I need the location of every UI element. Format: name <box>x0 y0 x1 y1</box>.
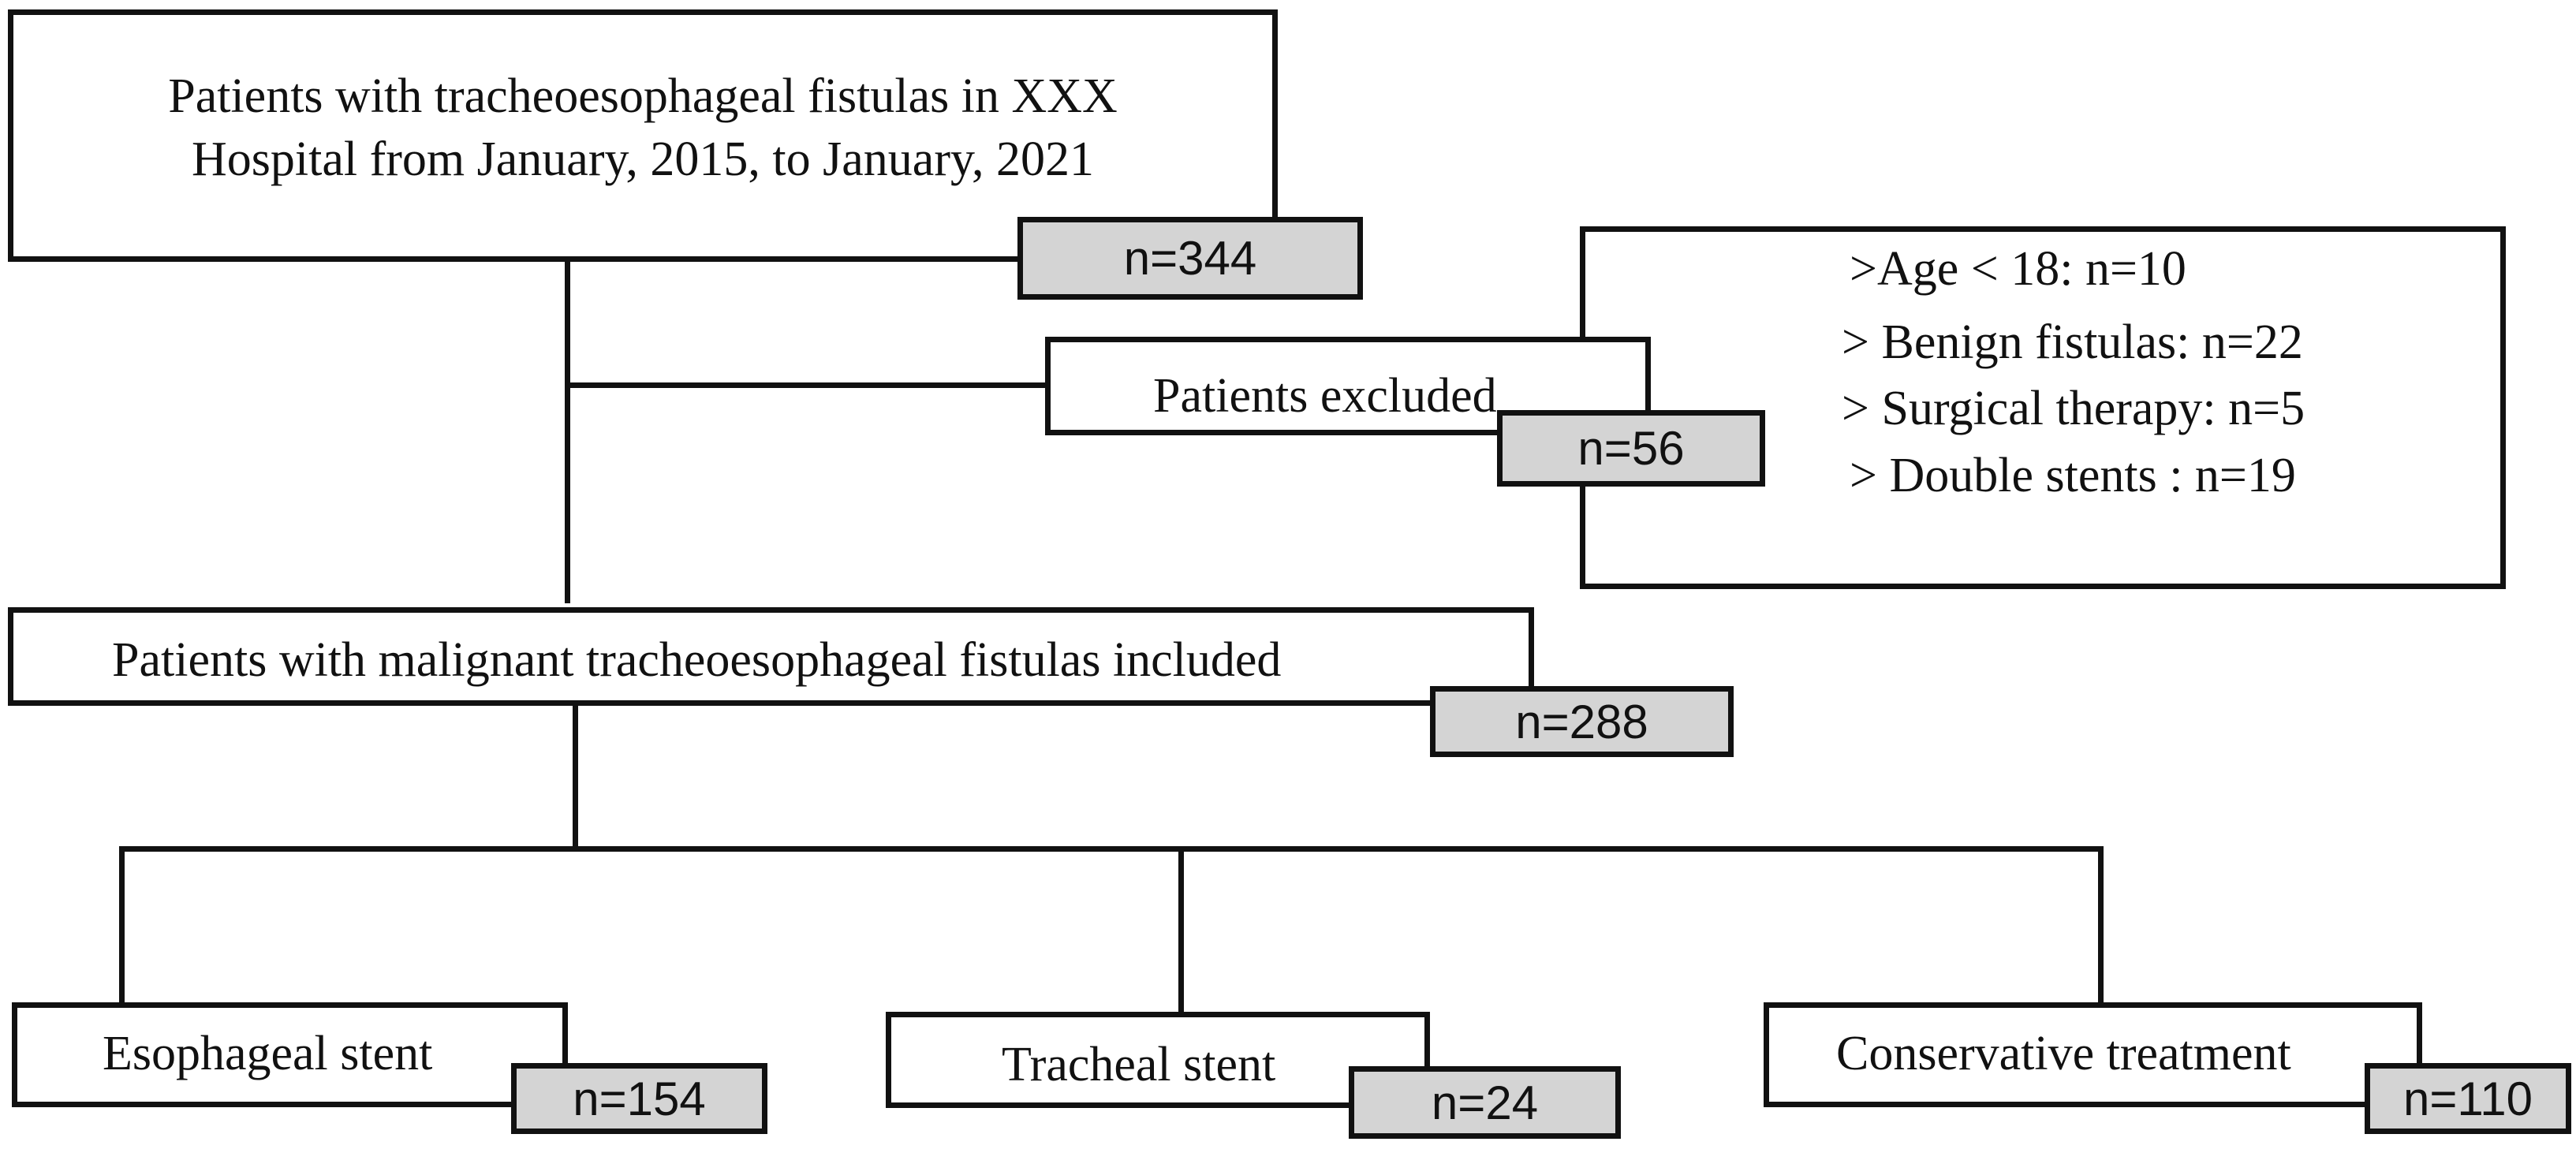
esophageal-stent-label: Esophageal stent <box>103 1027 433 1080</box>
esophageal-stent-count: n=154 <box>511 1063 767 1134</box>
connector-to-esophageal <box>119 846 125 1002</box>
exclusion-reasons-box <box>1580 226 2506 589</box>
all-patients-box: Patients with tracheoesophageal fistulas… <box>8 9 1278 262</box>
tracheal-stent-label: Tracheal stent <box>1002 1038 1276 1091</box>
conservative-treatment-box: Conservative treatment <box>1764 1002 2422 1107</box>
exclusion-reason-age: >Age < 18: n=10 <box>1850 242 2186 296</box>
connector-to-excluded <box>565 382 1045 388</box>
included-count: n=288 <box>1430 686 1734 757</box>
connector-to-conservative <box>2098 846 2104 1002</box>
connector-top-vertical <box>565 256 570 603</box>
excluded-label: Patients excluded <box>1153 369 1497 423</box>
conservative-treatment-count: n=110 <box>2365 1063 2571 1134</box>
connector-included-down <box>573 700 578 852</box>
exclusion-reason-double-stents: > Double stents : n=19 <box>1850 449 2296 502</box>
all-patients-count: n=344 <box>1017 217 1363 300</box>
exclusion-reason-benign: > Benign fistulas: n=22 <box>1842 315 2303 369</box>
conservative-treatment-label: Conservative treatment <box>1836 1027 2291 1080</box>
all-patients-line-1: Patients with tracheoesophageal fistulas… <box>168 69 1118 123</box>
included-box: Patients with malignant tracheoesophagea… <box>8 607 1534 706</box>
tracheal-stent-box: Tracheal stent <box>886 1012 1430 1108</box>
excluded-count: n=56 <box>1497 410 1765 487</box>
exclusion-reason-surgical: > Surgical therapy: n=5 <box>1842 382 2305 435</box>
esophageal-stent-box: Esophageal stent <box>12 1002 568 1107</box>
connector-branch-horizontal <box>119 846 2104 852</box>
connector-to-tracheal <box>1178 846 1184 1012</box>
all-patients-line-2: Hospital from January, 2015, to January,… <box>192 132 1094 186</box>
included-label: Patients with malignant tracheoesophagea… <box>112 633 1282 687</box>
tracheal-stent-count: n=24 <box>1349 1066 1621 1139</box>
